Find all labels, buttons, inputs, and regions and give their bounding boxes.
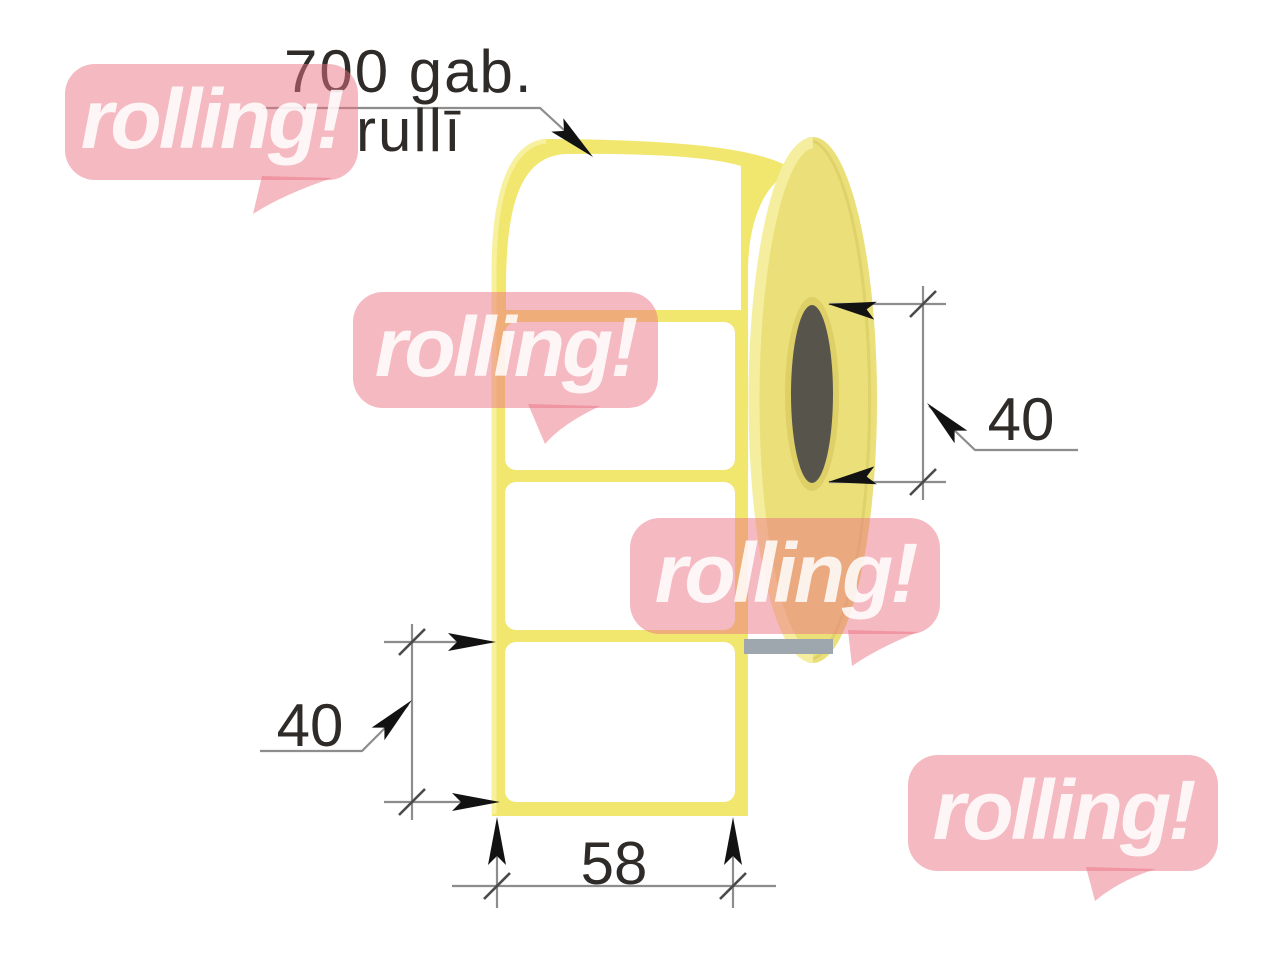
watermark-logo-text: rolling!: [933, 763, 1196, 857]
watermark-top-left: rolling!: [65, 64, 358, 214]
watermark-bubble: [630, 518, 940, 634]
dimension-core-diameter: 40: [828, 286, 1078, 500]
width-tick-left: [483, 872, 511, 900]
watermark-bubble: [353, 292, 658, 408]
annotation-line2: rullī: [356, 97, 463, 164]
watermark-bubble-tail: [253, 176, 332, 214]
dimension-label-width: 58: [452, 817, 776, 908]
label-width-value: 58: [581, 830, 648, 897]
watermark-middle-left: rolling!: [353, 292, 658, 444]
watermark-bottom-right: rolling!: [908, 755, 1218, 901]
core-leader-arrowhead: [927, 403, 968, 444]
label-1: [506, 153, 741, 310]
watermark-logo-text: rolling!: [655, 526, 918, 620]
leader-arrowhead: [551, 118, 593, 157]
watermark-logo-text: rolling!: [81, 72, 344, 166]
width-tick-right: [719, 872, 747, 900]
watermark-bubble-tail: [848, 630, 918, 666]
label-strip: [491, 138, 795, 816]
core-diameter-value: 40: [988, 386, 1055, 453]
core-tick-top: [909, 290, 937, 318]
watermark-center-right: rolling!: [630, 518, 940, 666]
height-tick-bottom: [398, 788, 426, 816]
core-arrow-bottom: [828, 466, 877, 485]
height-arrow-bottom: [452, 793, 500, 811]
height-leader-arrowhead: [371, 700, 412, 741]
label-roll: [744, 137, 877, 663]
roll-bottom-shadow: [744, 639, 833, 654]
watermark-bubble: [65, 64, 358, 180]
width-arrow-left: [488, 817, 506, 865]
core-arrow-top: [828, 301, 877, 320]
height-tick-top: [398, 628, 426, 656]
width-arrow-right: [724, 817, 742, 865]
watermark-logo-text: rolling!: [375, 300, 638, 394]
dimension-label-height: 40: [260, 624, 500, 820]
core-tick-bottom: [909, 468, 937, 496]
label-height-value: 40: [277, 692, 344, 759]
label-4: [505, 642, 735, 802]
strip-edge-highlight: [491, 138, 547, 814]
watermark-bubble-tail: [1086, 867, 1156, 901]
watermark-bubble: [908, 755, 1218, 871]
roll-core: [791, 305, 833, 483]
watermark-bubble-tail: [528, 404, 600, 444]
height-arrow-top: [448, 633, 496, 651]
